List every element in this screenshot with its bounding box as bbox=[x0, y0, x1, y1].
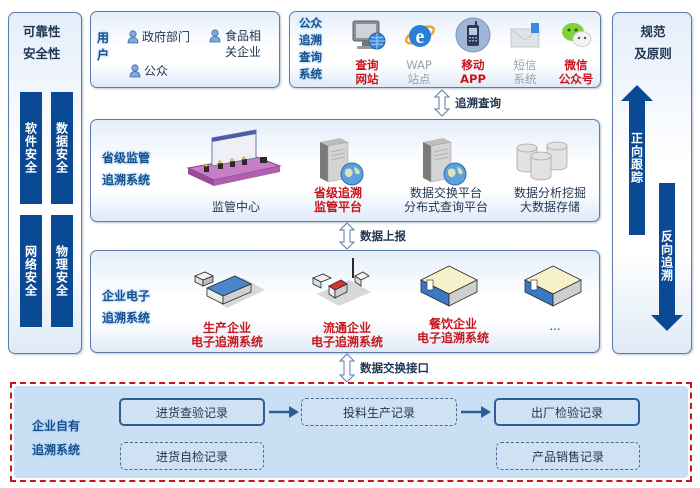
person-icon bbox=[127, 29, 139, 43]
building-icon bbox=[420, 265, 478, 307]
catering-enterprise-label: 餐饮企业 电子追溯系统 bbox=[416, 317, 489, 345]
query-website-label: 查询 网站 bbox=[355, 58, 379, 86]
user-item-government: 政府部门 bbox=[127, 28, 190, 45]
enterprise-own-system-box: 企业自有 追溯系统 进货查验记录 投料生产记录 出厂检验记录 进货自检记录 产品… bbox=[10, 382, 692, 482]
person-icon bbox=[129, 63, 141, 77]
provincial-supervision-panel: 省级监管 追溯系统 监管中心 省级追溯 监管平台 数据交换平台 bbox=[90, 119, 600, 222]
production-record: 投料生产记录 bbox=[301, 398, 457, 426]
forward-trace-arrow bbox=[621, 85, 653, 235]
person-icon bbox=[209, 29, 221, 43]
wechat-account-label: 微信 公众号 bbox=[558, 58, 594, 86]
mobile-app-label: 移动 APP bbox=[460, 58, 486, 86]
reliability-security-title: 可靠性 安全性 bbox=[23, 24, 61, 61]
reliability-security-panel: 可靠性 安全性 软件安全 数据安全 网络安全 物理安全 bbox=[8, 12, 82, 354]
ie-browser-icon: e bbox=[404, 25, 436, 48]
double-arrow-icon bbox=[434, 89, 450, 117]
data-report-label: 数据上报 bbox=[360, 229, 406, 243]
envelope-icon bbox=[510, 23, 540, 48]
reverse-trace-arrow bbox=[651, 183, 683, 331]
data-analysis-label: 数据分析挖掘 大数据存储 bbox=[513, 186, 586, 214]
wechat-icon bbox=[562, 23, 592, 47]
network-security-bar: 网络安全 bbox=[20, 215, 42, 327]
svg-text:e: e bbox=[416, 26, 425, 48]
arrow-right-icon bbox=[461, 406, 491, 418]
outgoing-inspection-record: 出厂检验记录 bbox=[494, 398, 640, 426]
user-item-food-enterprise: 食品相 关企业 bbox=[209, 28, 261, 60]
wap-site-label: WAP 站点 bbox=[406, 58, 432, 86]
server-globe-icon bbox=[320, 138, 364, 186]
incoming-self-check-record: 进货自检记录 bbox=[120, 442, 264, 470]
trace-query-label: 追溯查询 bbox=[455, 96, 501, 110]
users-title: 用 户 bbox=[97, 31, 110, 62]
enterprise-own-system-background: 企业自有 追溯系统 进货查验记录 投料生产记录 出厂检验记录 进货自检记录 产品… bbox=[14, 386, 688, 478]
own-system-title: 企业自有 追溯系统 bbox=[32, 419, 81, 457]
physical-security-bar: 物理安全 bbox=[51, 215, 73, 327]
incoming-check-record: 进货查验记录 bbox=[119, 398, 265, 426]
circulation-enterprise-label: 流通企业 电子追溯系统 bbox=[310, 321, 383, 349]
forward-trace-label: 正向跟踪 bbox=[629, 132, 644, 184]
database-icon bbox=[516, 141, 568, 181]
double-arrow-icon bbox=[339, 222, 355, 250]
software-security-bar: 软件安全 bbox=[20, 92, 42, 204]
warehouse-icon bbox=[312, 258, 371, 306]
user-item-label: 公众 bbox=[144, 64, 169, 78]
user-item-label: 政府部门 bbox=[142, 30, 191, 44]
arrow-right-icon bbox=[269, 406, 299, 418]
public-query-panel: 公众 追溯 查询 系统 e 查询 网站 WAP 站点 移动 APP 短信 系统 … bbox=[289, 11, 601, 88]
standards-principles-title: 规范 及原则 bbox=[634, 24, 672, 61]
factory-icon bbox=[194, 271, 265, 308]
public-query-title: 公众 追溯 查询 系统 bbox=[299, 16, 322, 81]
production-enterprise-label: 生产企业 电子追溯系统 bbox=[190, 321, 263, 349]
provincial-platform-label: 省级追溯 监管平台 bbox=[313, 186, 362, 214]
standards-principles-panel: 规范 及原则 正向跟踪 反向追溯 bbox=[612, 12, 692, 354]
data-security-bar: 数据安全 bbox=[51, 92, 73, 204]
data-exchange-label: 数据交换接口 bbox=[360, 361, 429, 375]
provincial-title: 省级监管 追溯系统 bbox=[102, 151, 151, 187]
data-exchange-connector: 数据交换接口 bbox=[339, 353, 429, 383]
trace-query-connector: 追溯查询 bbox=[434, 89, 501, 117]
more-enterprises-label: ... bbox=[549, 319, 561, 333]
server-globe-icon bbox=[423, 138, 467, 186]
data-report-connector: 数据上报 bbox=[339, 222, 406, 250]
product-sales-record: 产品销售记录 bbox=[496, 442, 640, 470]
monitoring-center-label: 监管中心 bbox=[211, 200, 260, 214]
user-item-label: 食品相 关企业 bbox=[225, 29, 262, 59]
user-item-public: 公众 bbox=[129, 62, 168, 79]
users-panel: 用 户 政府部门 食品相 关企业 公众 bbox=[90, 11, 280, 88]
double-arrow-icon bbox=[339, 353, 355, 383]
building-icon bbox=[524, 265, 582, 307]
enterprise-title: 企业电子 追溯系统 bbox=[102, 289, 151, 325]
monitor-globe-icon bbox=[352, 20, 386, 50]
reverse-trace-label: 反向追溯 bbox=[659, 230, 674, 282]
data-exchange-label: 数据交换平台 分布式查询平台 bbox=[403, 186, 488, 214]
enterprise-trace-panel: 企业电子 追溯系统 生产企业 电子追溯系统 流通企业 电子追溯系统 餐饮企业 电… bbox=[90, 250, 600, 353]
sms-system-label: 短信 系统 bbox=[513, 58, 537, 86]
mobile-phone-icon bbox=[455, 17, 491, 53]
monitoring-center-icon bbox=[186, 129, 282, 186]
